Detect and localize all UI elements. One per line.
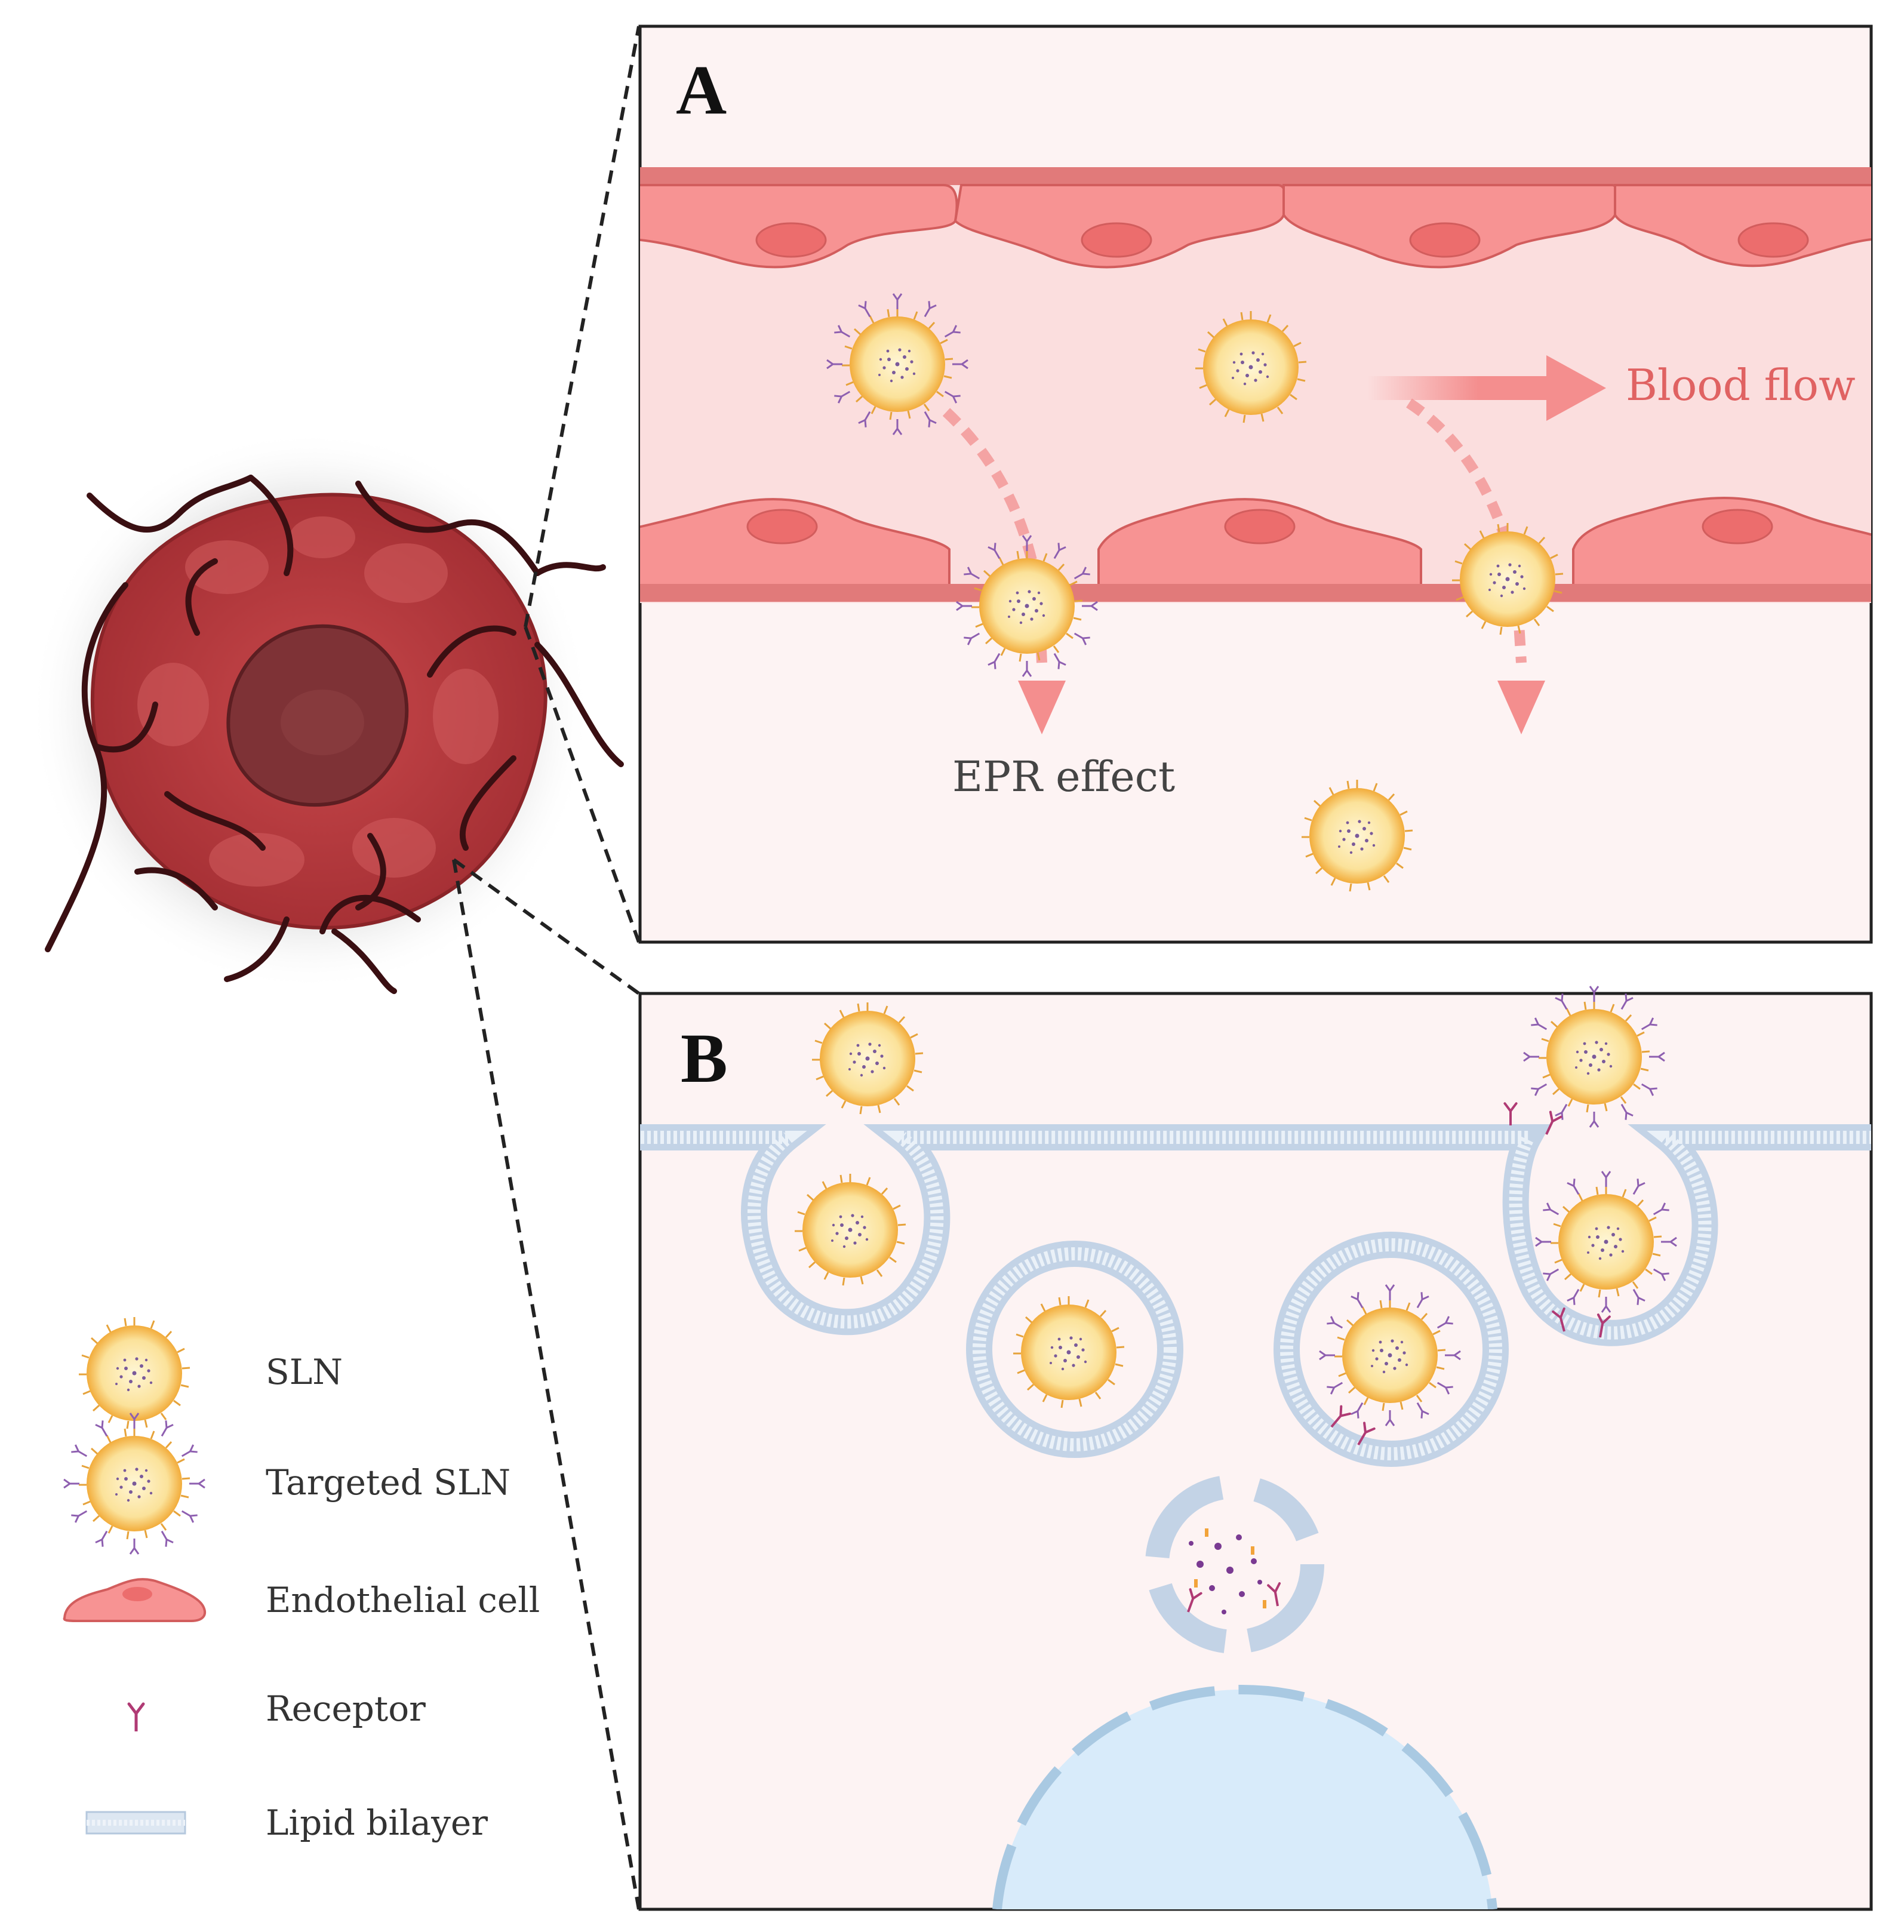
legend: SLN Targeted SLN Endothelial cell Recept… — [63, 1316, 540, 1843]
ruptured-vesicle — [1145, 1475, 1324, 1654]
panel-b: B — [638, 986, 1873, 1911]
legend-item-lipid-bilayer: Lipid bilayer — [85, 1802, 488, 1843]
endothelial-cell-icon — [63, 1578, 207, 1622]
tumor-illustration — [30, 430, 624, 994]
legend-label: Receptor — [266, 1688, 426, 1729]
epr-effect-label: EPR effect — [952, 752, 1175, 801]
blood-flow-arrow — [1367, 355, 1606, 421]
legend-label: Lipid bilayer — [266, 1802, 488, 1843]
legend-item-receptor: Receptor — [129, 1688, 426, 1731]
panel-a: A Blood flow EPR effect — [638, 24, 1873, 944]
cell-nucleus — [997, 1690, 1493, 1909]
legend-label: SLN — [266, 1352, 343, 1392]
endosome-vesicle — [966, 1241, 1183, 1458]
targeted-sln-icon — [64, 1413, 205, 1554]
legend-label: Targeted SLN — [266, 1462, 510, 1503]
endosome-vesicle — [1274, 1232, 1509, 1467]
zoom-guides — [452, 26, 641, 1910]
blood-flow-label: Blood flow — [1626, 360, 1856, 410]
legend-item-sln: SLN — [78, 1316, 343, 1430]
panel-b-letter: B — [681, 1019, 728, 1097]
legend-item-endothelial-cell: Endothelial cell — [63, 1578, 540, 1622]
sln-icon — [78, 1316, 191, 1430]
legend-item-targeted-sln: Targeted SLN — [64, 1413, 510, 1554]
panel-a-letter: A — [676, 51, 727, 129]
lipid-bilayer-icon — [85, 1811, 186, 1835]
cell-membrane — [640, 1124, 1871, 1346]
legend-label: Endothelial cell — [266, 1580, 540, 1620]
receptor-icon — [129, 1704, 143, 1731]
